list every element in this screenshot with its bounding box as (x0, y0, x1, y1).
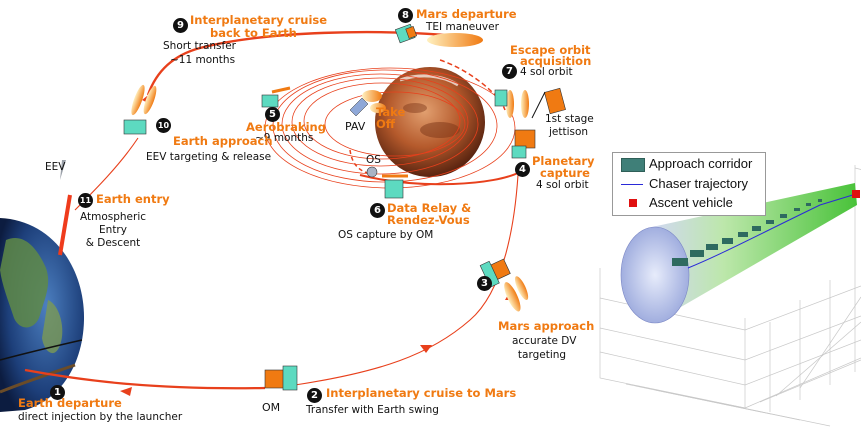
step-6-title-1: Data Relay & (387, 201, 472, 215)
step-9-title-2: back to Earth (210, 26, 297, 40)
step-2-subtitle: Transfer with Earth swing (306, 404, 439, 416)
mars (375, 67, 485, 177)
takeoff-label-2: Off (376, 117, 396, 131)
takeoff-label-1: Take (376, 105, 406, 119)
ascent-vehicle-marker (852, 190, 860, 198)
spacecraft-earth-approach (123, 84, 157, 135)
step-7-subtitle: 4 sol orbit (520, 66, 573, 78)
step-8-subtitle: TEI maneuver (426, 21, 499, 33)
step-9-subtitle-1: Short transfer (163, 40, 236, 52)
chaser-trajectory-line (687, 193, 857, 269)
step-11-subtitle-1: Atmospheric (79, 211, 147, 223)
chaser-markers (672, 199, 822, 266)
legend-label-chaser: Chaser trajectory (649, 176, 748, 191)
step-3-title: Mars approach (498, 319, 595, 333)
os-label: OS (366, 154, 381, 166)
step-9-subtitle-2: ~11 months (170, 54, 236, 66)
plot-legend: Approach corridor Chaser trajectory Asce… (612, 152, 766, 216)
approach-corridor-plot (599, 165, 861, 427)
step-1-badge: 1 (50, 385, 65, 400)
pav-label: PAV (345, 120, 366, 133)
spacecraft-rendezvous (382, 174, 408, 199)
step-3-subtitle-1: accurate DV (512, 335, 577, 347)
earth (0, 194, 85, 412)
step-5-badge: 5 (265, 107, 280, 122)
step-11-subtitle-3: & Descent (85, 237, 141, 249)
step-8-title: Mars departure (416, 7, 517, 21)
eev-label: EEV (45, 161, 66, 173)
step-6-title-2: Rendez-Vous (387, 213, 470, 227)
jettisoned-stage (531, 87, 566, 119)
step-3-subtitle-2: targeting (517, 349, 567, 361)
pav-ascent-vehicle (349, 90, 386, 117)
corridor-entrance (620, 226, 690, 324)
step-6-badge: 6 (370, 203, 385, 218)
step-11-subtitle-2: Entry (99, 224, 127, 236)
step-7-title-1: Escape orbit (510, 43, 591, 57)
jettison-label-2: jettison (549, 126, 589, 138)
legend-label-ascent: Ascent vehicle (649, 195, 733, 210)
corridor-tube (652, 183, 857, 322)
om-label: OM (262, 401, 281, 414)
step-10-subtitle: EEV targeting & release (146, 151, 272, 163)
step-10-badge: 10 (156, 118, 171, 133)
step-2-badge: 2 (307, 388, 322, 403)
step-1-title: Earth departure (18, 396, 122, 410)
orbiting-sample (366, 166, 378, 178)
legend-swatch-ascent (629, 199, 637, 207)
step-2-title: Interplanetary cruise to Mars (326, 386, 517, 400)
tei-burn-flame (427, 33, 483, 47)
step-7-title-2: acquisition (520, 54, 592, 68)
spacecraft-capture (494, 89, 536, 159)
step-4-badge: 4 (515, 162, 530, 177)
step-9-badge: 9 (173, 18, 188, 33)
step-8-badge: 8 (398, 8, 413, 23)
step-11-title: Earth entry (96, 192, 170, 206)
step-7-badge: 7 (502, 64, 517, 79)
jettison-label-1: 1st stage (545, 113, 594, 125)
step-4-subtitle: 4 sol orbit (536, 179, 589, 191)
eev-capsule (60, 160, 66, 180)
legend-swatch-chaser (621, 184, 643, 185)
step-5-title: Aerobraking (246, 120, 326, 134)
step-1-subtitle: direct injection by the launcher (18, 411, 183, 423)
step-4-title-1: Planetary (532, 154, 595, 168)
legend-swatch-corridor (621, 158, 645, 172)
spacecraft-mars-approach (479, 258, 529, 312)
step-11-badge: 11 (78, 193, 93, 208)
spacecraft-aerobraking (261, 86, 291, 108)
legend-label-corridor: Approach corridor (649, 156, 753, 171)
step-9-title-1: Interplanetary cruise (190, 13, 328, 27)
step-10-title: Earth approach (173, 134, 273, 148)
step-6-subtitle: OS capture by OM (338, 229, 434, 241)
step-5-subtitle: ~9 months (255, 132, 314, 144)
step-3-badge: 3 (477, 276, 492, 291)
spacecraft-tei (394, 23, 418, 44)
step-4-title-2: capture (540, 166, 590, 180)
spacecraft-om-cruise (264, 365, 298, 391)
